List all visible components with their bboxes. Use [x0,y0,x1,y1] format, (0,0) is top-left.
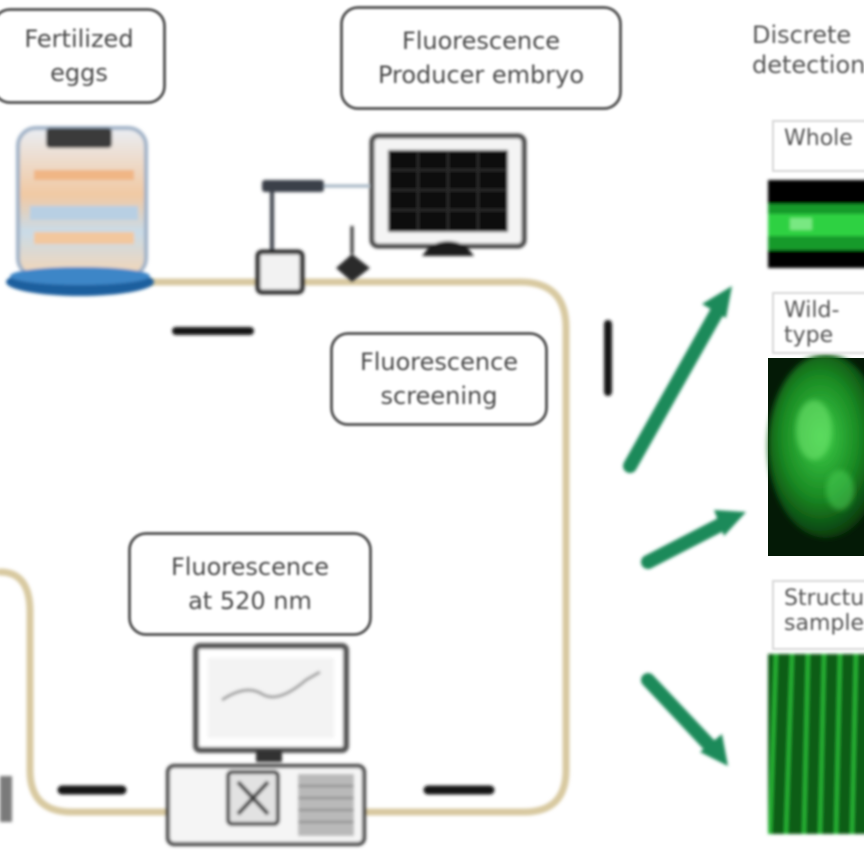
cycle-track-main [146,278,570,816]
result-image-3 [768,653,864,835]
cycle-track-left [0,568,182,816]
results-header: Discrete detection [752,21,864,79]
result-arrow-1 [623,286,732,473]
result-image-1 [768,180,864,268]
result-arrow-2 [641,510,746,569]
flow-arrows [57,320,612,795]
cycle-track [0,278,570,816]
mini-microscope-illustration [255,180,370,295]
result-panel-title-1: Whole [772,120,864,172]
fluorescence-screening-label: Fluorescence screening [330,332,548,426]
result-panel-title-2: Wild-type [772,292,864,354]
result-images [768,180,864,835]
result-arrows [623,286,746,766]
spectrometer-illustration [0,643,366,846]
result-panel-title-3: Structure samples [772,580,864,650]
fertilized-eggs-label: Fertilized eggs [0,8,166,104]
fluorescence-520nm-label: Fluorescence at 520 nm [128,532,372,636]
monitor-top-illustration [369,133,527,256]
result-image-2 [768,354,864,556]
result-arrow-3 [641,673,728,766]
producer-embryo-label: Fluorescence Producer embryo [340,6,622,110]
egg-dish-illustration [6,126,154,296]
